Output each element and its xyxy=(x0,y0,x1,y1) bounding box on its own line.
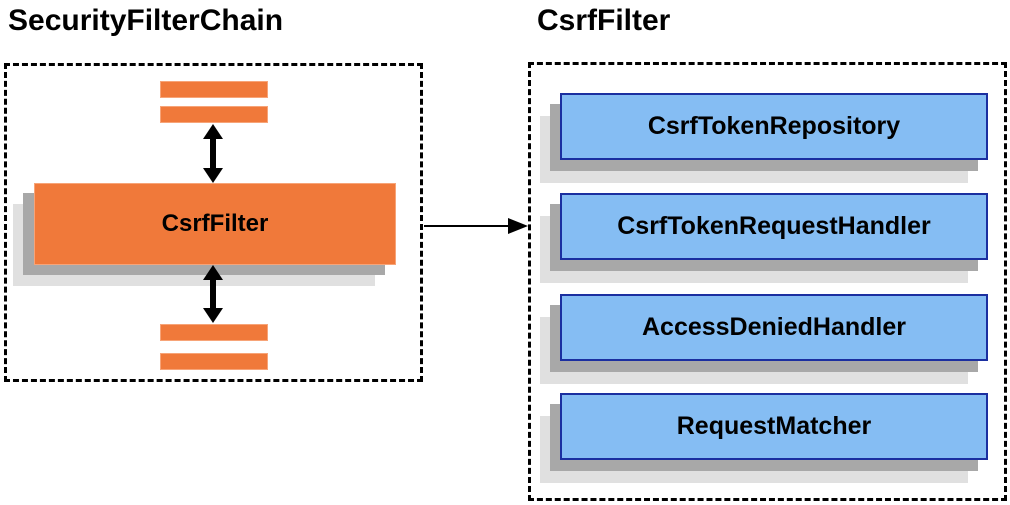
component-csrf-token-request-handler: CsrfTokenRequestHandler xyxy=(540,193,988,283)
csrf-filter-title: CsrfFilter xyxy=(537,4,671,37)
arrowhead-right-icon xyxy=(508,218,528,234)
component-access-denied-handler: AccessDeniedHandler xyxy=(540,294,988,384)
arrow-line xyxy=(210,276,216,312)
component-request-matcher: RequestMatcher xyxy=(540,393,988,483)
arrowhead-up-icon xyxy=(203,124,223,139)
filter-bar-top-1 xyxy=(160,81,268,98)
request-matcher-box: RequestMatcher xyxy=(560,393,988,460)
csrf-token-request-handler-box: CsrfTokenRequestHandler xyxy=(560,193,988,260)
connector-arrow-icon xyxy=(424,218,528,234)
csrf-token-repository-box: CsrfTokenRepository xyxy=(560,93,988,160)
double-arrow-top-icon xyxy=(203,124,223,183)
csrf-filter-box-label: CsrfFilter xyxy=(161,210,269,237)
connector-arrow-line xyxy=(424,225,512,227)
filter-bar-top-2 xyxy=(160,106,268,123)
filter-bar-bottom-2 xyxy=(160,353,268,370)
component-csrf-token-repository: CsrfTokenRepository xyxy=(540,93,988,183)
security-filter-chain-title: SecurityFilterChain xyxy=(8,4,284,37)
arrowhead-down-icon xyxy=(203,308,223,323)
component-label: CsrfTokenRepository xyxy=(647,112,901,140)
security-filter-chain-container: CsrfFilter xyxy=(4,63,423,382)
double-arrow-bottom-icon xyxy=(203,265,223,323)
csrf-filter-box: CsrfFilter xyxy=(34,183,396,265)
access-denied-handler-box: AccessDeniedHandler xyxy=(560,294,988,361)
component-label: CsrfTokenRequestHandler xyxy=(617,212,931,240)
arrowhead-up-icon xyxy=(203,265,223,280)
component-label: RequestMatcher xyxy=(676,412,872,440)
arrowhead-down-icon xyxy=(203,168,223,183)
filter-bar-bottom-1 xyxy=(160,324,268,341)
component-label: AccessDeniedHandler xyxy=(641,313,906,341)
csrf-filter-components-container: CsrfTokenRepository CsrfTokenRequestHand… xyxy=(528,62,1007,501)
arrow-line xyxy=(210,135,216,172)
